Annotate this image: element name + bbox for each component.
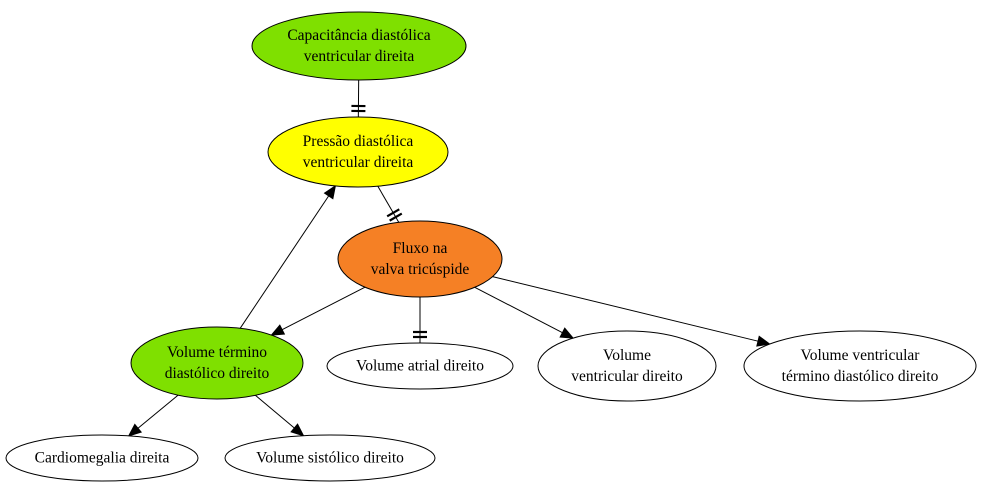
arrowhead xyxy=(756,335,771,347)
edge-n2-n3-tee xyxy=(377,185,403,223)
node-ellipse xyxy=(251,11,467,81)
node-ellipse xyxy=(267,116,449,188)
edge-n3-n7-arrow xyxy=(492,276,771,347)
node-label: Capacitância diastólica xyxy=(287,27,430,44)
node-label: Volume ventricular xyxy=(801,347,921,364)
edge-n4-n8-arrow xyxy=(127,394,179,437)
edge-n3-n6-arrow xyxy=(474,286,575,339)
node-ellipse xyxy=(537,330,717,402)
arrowhead xyxy=(290,423,305,437)
arrowhead xyxy=(559,327,575,339)
node-volume-ventricular-direito: Volume ventricular direito xyxy=(537,330,717,402)
tee-bar xyxy=(389,212,403,222)
arrowhead xyxy=(127,423,143,437)
edge-line xyxy=(492,276,759,342)
node-ellipse xyxy=(337,220,503,298)
edge-n4-n9-arrow xyxy=(255,394,305,437)
node-ellipse xyxy=(224,434,436,482)
nodes-layer: Capacitância diastólica ventricular direi… xyxy=(5,11,977,482)
node-capacitancia-diastolica-ventricular-direita: Capacitância diastólica ventricular direi… xyxy=(251,11,467,81)
node-ellipse xyxy=(743,330,977,402)
node-label: diastólico direito xyxy=(165,365,270,382)
node-volume-atrial-direito: Volume atrial direito xyxy=(326,342,514,390)
node-volume-termino-diastolico-direito: Volume término diastólico direito xyxy=(130,326,304,400)
node-cardiomegalia-direita: Cardiomegalia direita xyxy=(5,434,199,482)
node-ellipse xyxy=(130,326,304,400)
edge-line xyxy=(255,394,295,429)
node-label: ventricular direita xyxy=(303,154,414,171)
node-ellipse xyxy=(326,342,514,390)
node-label: ventricular direito xyxy=(571,368,683,385)
node-fluxo-na-valva-tricuspide: Fluxo na valva tricúspide xyxy=(337,220,503,298)
tee-bar xyxy=(386,208,400,218)
node-pressao-diastolica-ventricular-direita: Pressão diastólica ventricular direita xyxy=(267,116,449,188)
node-label: término diastólico direito xyxy=(782,368,939,385)
arrowhead xyxy=(270,324,286,336)
edge-line xyxy=(474,286,563,334)
node-label: Volume xyxy=(603,347,651,364)
node-label: Volume atrial direito xyxy=(356,358,484,375)
node-label: Cardiomegalia direita xyxy=(35,450,170,467)
edge-n3-n5-tee xyxy=(413,297,427,343)
node-label: valva tricúspide xyxy=(371,261,470,278)
node-volume-ventricular-termino-diastolico-direito: Volume ventricular término diastólico dir… xyxy=(743,330,977,402)
edge-n3-n4-arrow xyxy=(270,286,366,336)
edge-line xyxy=(137,394,179,429)
node-label: ventricular direita xyxy=(304,48,415,65)
edge-n4-n2-arrow xyxy=(239,184,337,329)
edges-layer xyxy=(127,79,771,437)
node-label: Volume término xyxy=(167,344,267,361)
node-label: Pressão diastólica xyxy=(303,133,414,150)
node-volume-sistolico-direito: Volume sistólico direito xyxy=(224,434,436,482)
edge-n1-n2-tee xyxy=(351,79,366,118)
edge-line xyxy=(281,286,366,331)
edge-line xyxy=(239,195,330,329)
arrowhead xyxy=(323,184,337,200)
node-ellipse xyxy=(5,434,199,482)
node-label: Volume sistólico direito xyxy=(256,450,404,467)
node-label: Fluxo na xyxy=(393,240,448,257)
